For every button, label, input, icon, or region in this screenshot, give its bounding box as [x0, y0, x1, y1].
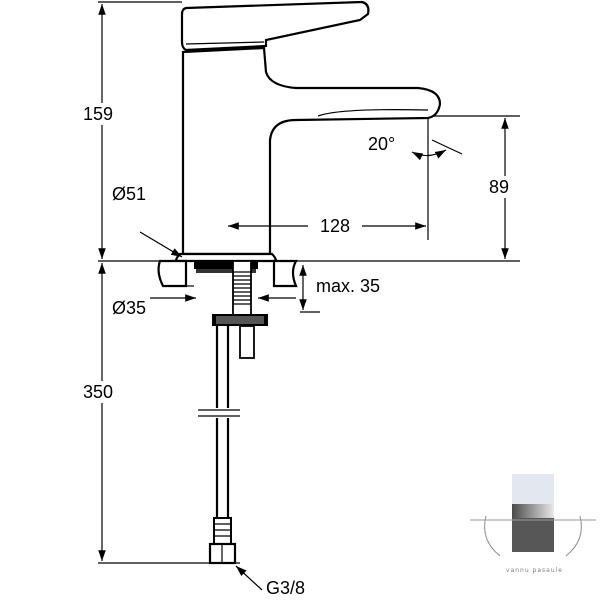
connection-label: G3/8 — [266, 578, 305, 598]
hole-diameter-label: Ø35 — [112, 298, 146, 318]
spout-height-label: 89 — [489, 177, 509, 197]
base-diameter-label: Ø51 — [112, 184, 146, 204]
faucet-body — [174, 0, 442, 263]
dimension-labels: 159 350 89 128 Ø51 Ø35 max. 35 20° G3/8 — [80, 103, 526, 598]
countertop — [157, 259, 298, 288]
column — [181, 46, 442, 256]
logo-text: vannu pasaule — [506, 567, 563, 574]
spout-reach-label: 128 — [320, 216, 350, 236]
angle-label: 20° — [368, 134, 395, 154]
thread-marks — [233, 271, 251, 305]
mounting-assembly — [194, 260, 268, 359]
hose-length-label: 350 — [83, 382, 113, 402]
vannu-pasaule-logo: vannu pasaule — [470, 474, 596, 574]
max-thickness-label: max. 35 — [316, 276, 380, 296]
base-ring — [174, 252, 278, 263]
hose — [198, 326, 240, 565]
height-total-label: 159 — [83, 104, 113, 124]
dimension-lines — [98, 3, 509, 591]
lever-handle — [180, 0, 370, 52]
